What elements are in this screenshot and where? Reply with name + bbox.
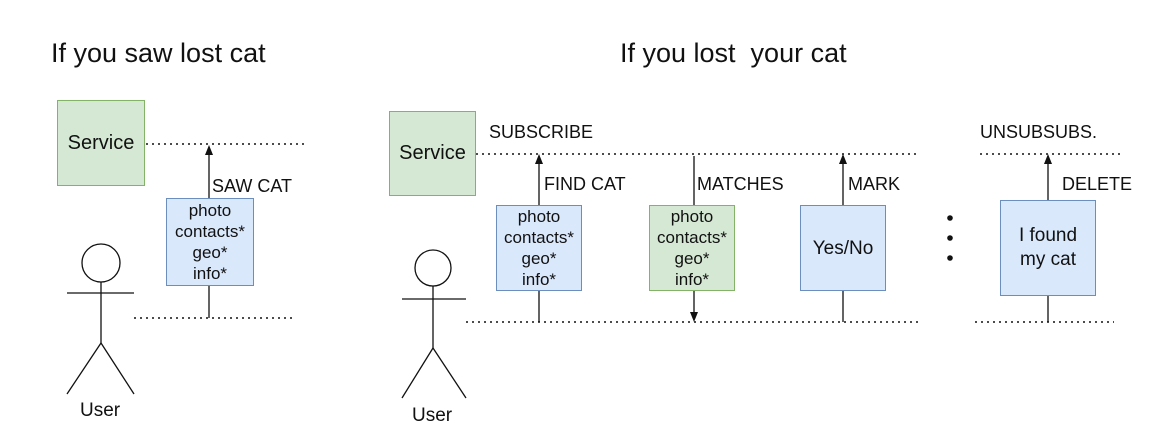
right-user-figure (401, 249, 467, 399)
left-payload-box: photo contacts* geo* info* (166, 198, 254, 286)
delete-payload-box: I found my cat (1000, 200, 1096, 296)
delete-label: DELETE (1062, 174, 1133, 194)
matches-label: MATCHES (697, 174, 784, 194)
mark-payload-box: Yes/No (800, 205, 886, 291)
ellipsis-dots (947, 215, 953, 261)
left-user-figure (66, 243, 135, 395)
matches-payload-box: photo contacts* geo* info* (649, 205, 735, 291)
left-section-title: If you saw lost cat (51, 38, 266, 68)
right-section-title: If you lost your cat (620, 38, 847, 68)
left-saw-cat-label: SAW CAT (212, 176, 292, 196)
left-service-box: Service (57, 100, 145, 186)
right-user-label: User (412, 405, 453, 426)
mark-label: MARK (848, 174, 901, 194)
right-service-box: Service (389, 111, 476, 196)
left-user-label: User (80, 400, 121, 421)
unsubscribe-label: UNSUBSUBS. (980, 122, 1098, 142)
find-cat-label: FIND CAT (544, 174, 626, 194)
find-cat-payload-box: photo contacts* geo* info* (496, 205, 582, 291)
subscribe-label: SUBSCRIBE (489, 122, 594, 142)
